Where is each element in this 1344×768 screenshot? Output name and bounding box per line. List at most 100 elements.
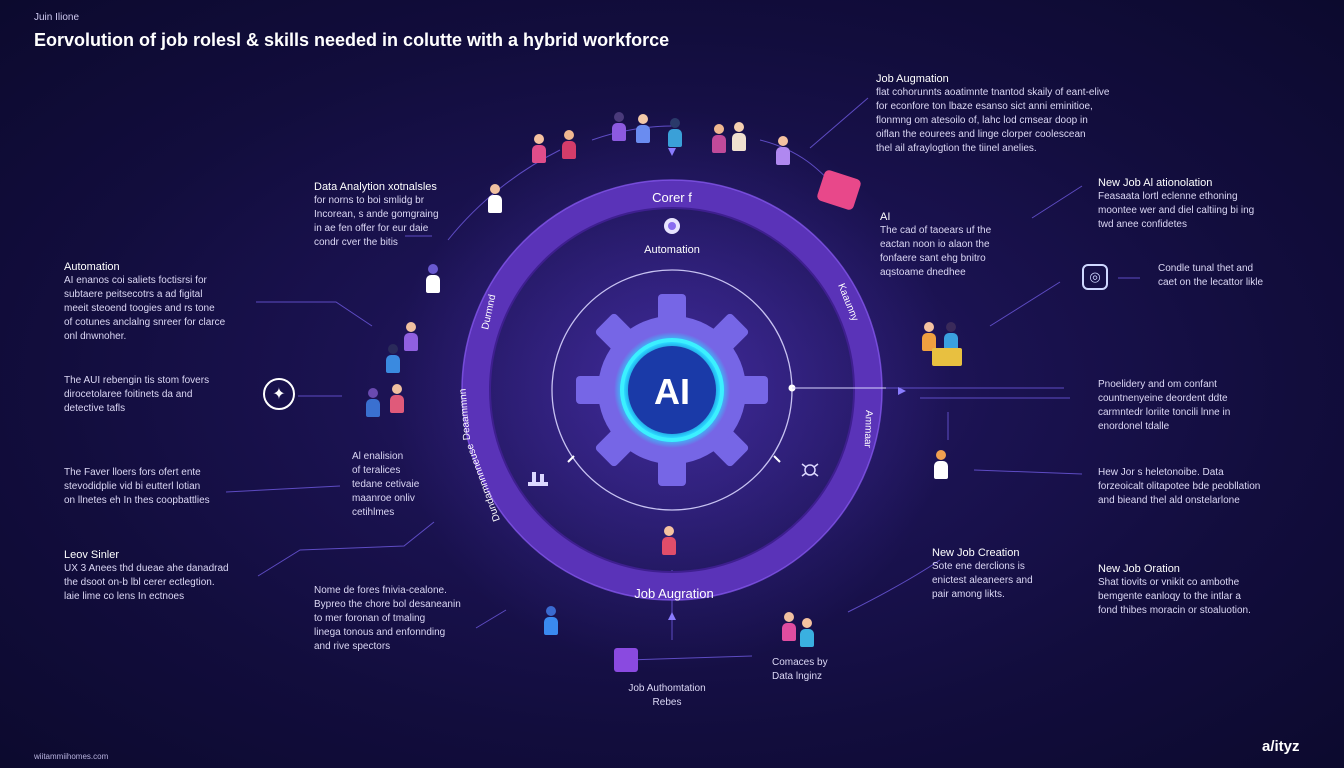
block-line: the dsoot on-b lbl cerer ectlegtion. [64,577,215,588]
block-line: thel ail afraylogtion the tiinel anelies… [876,143,1037,154]
person-icon [544,606,558,635]
person-icon [488,184,502,213]
block-line: condr cver the bitis [314,237,398,248]
block-line: The Faver lloers fors ofert ente [64,467,201,478]
person-icon [732,122,746,151]
block-title: New Job Al ationolation [1098,177,1213,189]
person-icon [636,114,650,143]
block-title: New Job Oration [1098,563,1180,575]
bug-icon [801,463,819,477]
right-mid-block: Pnoelidery and om confant countnenyeine … [1098,378,1298,434]
block-line: Sote ene derclions is [932,561,1025,572]
arrow-bottom [668,612,676,620]
target-icon: ◎ [1082,264,1108,290]
person-icon [944,322,958,351]
box-icon [614,648,638,672]
automation-left-block: Automation AI enanos coi saliets foctisr… [64,260,264,344]
block-title: Automation [64,261,120,273]
compass-icon: ✦ [263,378,295,410]
new-job-creation-mid: New Job Creation Sote ene derclions is e… [932,546,1072,602]
person-icon [712,124,726,153]
connector-creation [847,559,941,613]
inner-ring-tick-left [567,455,575,463]
block-line: twd anee confidetes [1098,219,1187,230]
arrow-right [898,387,906,395]
block-line: caet on the lecattor likle [1158,277,1264,288]
ring-left-mid: Deaammnn [458,388,473,440]
block-line: moontee wer and diel caltiing bi ing [1098,205,1255,216]
person-icon [662,526,676,555]
block-line: in ae fen offer for eur daie [314,223,429,234]
person-icon [934,450,948,479]
block-line: bemgente eanloqy to the intlar a [1098,591,1241,602]
data-analytics-block: Data Analytion xotnalsles for norns to b… [314,180,474,250]
block-line: for econfore ton lbaze esanso sict anni … [876,101,1093,112]
block-line: Al enalision [352,451,404,462]
block-line: carmntedr loriite toncili lnne in [1098,407,1231,418]
block-line: on llnetes eh In thes coopbattlies [64,495,210,506]
block-line: fonfaere sant ehg bnitro [880,253,986,264]
person-icon [404,322,418,351]
block-line: cetihlmes [352,507,395,518]
outer-ring [462,180,882,600]
brand-logo: a/ityz [1262,738,1300,755]
arrow-top [668,148,676,156]
person-icon [386,344,400,373]
person-icon [782,612,796,641]
connector-top [591,125,673,141]
block-line: flonmng om atesoilo of, lahc lod cmsear … [876,115,1088,126]
right-low-block: Hew Jor s heletonoibe. Data forzeoicalt … [1098,466,1318,508]
connector-leov [257,521,435,577]
connector-right-low [973,469,1083,475]
block-title: New Job Creation [932,547,1020,559]
block-line: Condle tunal thet and [1158,263,1254,274]
block-line: meeit steoend toogies and rs tone [64,303,215,314]
ring-right-mid: Ammaar [862,410,874,449]
block-title: Data Analytion xotnalsles [314,181,437,193]
connector-left-low [225,485,341,493]
connector-auto-left [256,301,373,327]
block-line: UX 3 Anees thd dueae ahe danadrad [64,563,229,574]
block-title: AI [880,211,891,223]
connector-comaces [627,655,753,661]
ring-bottom-label: Job Augration [634,586,714,601]
block-line: maanroe onliv [352,493,415,504]
outer-ring-inner-edge [489,207,855,573]
ring-inner-label: Automation [644,244,700,256]
robot-icon [664,218,680,234]
block-line: detective tafls [64,403,126,414]
person-icon [776,136,790,165]
block-line: oiflan the eourees and linge clorper coo… [876,129,1086,140]
block-line: forzeoicalt olitapotee bde peobllation [1098,481,1261,492]
person-icon [390,384,404,413]
person-icon [612,112,626,141]
block-line: Data lnginz [772,671,823,682]
block-line: AI enanos coi saliets foctisrsi for [64,275,207,286]
block-line: stevodidplie vid bi eutterl lotian [64,481,201,492]
block-line: eactan noon io alaon the [880,239,990,250]
person-icon [532,134,546,163]
person-icon [668,118,682,147]
block-line: onl dnwnoher. [64,331,127,342]
block-line: enictest aleaneers and [932,575,1033,586]
leov-sinler-block: Leov Sinler UX 3 Anees thd dueae ahe dan… [64,548,264,604]
new-job-creation-right: New Job Oration Shat tiovits or vnikit c… [1098,562,1308,618]
connector-right-upper [989,281,1061,327]
person-icon [562,130,576,159]
block-line: Job Authomtation [628,683,706,694]
person-icon [366,388,380,417]
inner-ring-tick-right [773,455,781,463]
block-line: Rebes [652,697,682,708]
block-line: laie lime co lens In ectnoes [64,591,185,602]
block-line: Bypreo the chore bol desaneanin [314,599,461,610]
job-augmentation-top: Job Augmation flat cohorunnts aoatimnte … [876,72,1156,156]
connector-bottom-mid [475,609,507,629]
block-line: and rive spectors [314,641,391,652]
block-line: The cad of taoears uf the [880,225,992,236]
block-line: of cotunes anclalng snreer for clarce [64,317,226,328]
block-line: Comaces by [772,657,828,668]
block-line: Incorean, s ande gomgraing [314,209,439,220]
block-line: Feasaata lortl eclenne ethoning [1098,191,1238,202]
connector-top-left [447,149,561,241]
